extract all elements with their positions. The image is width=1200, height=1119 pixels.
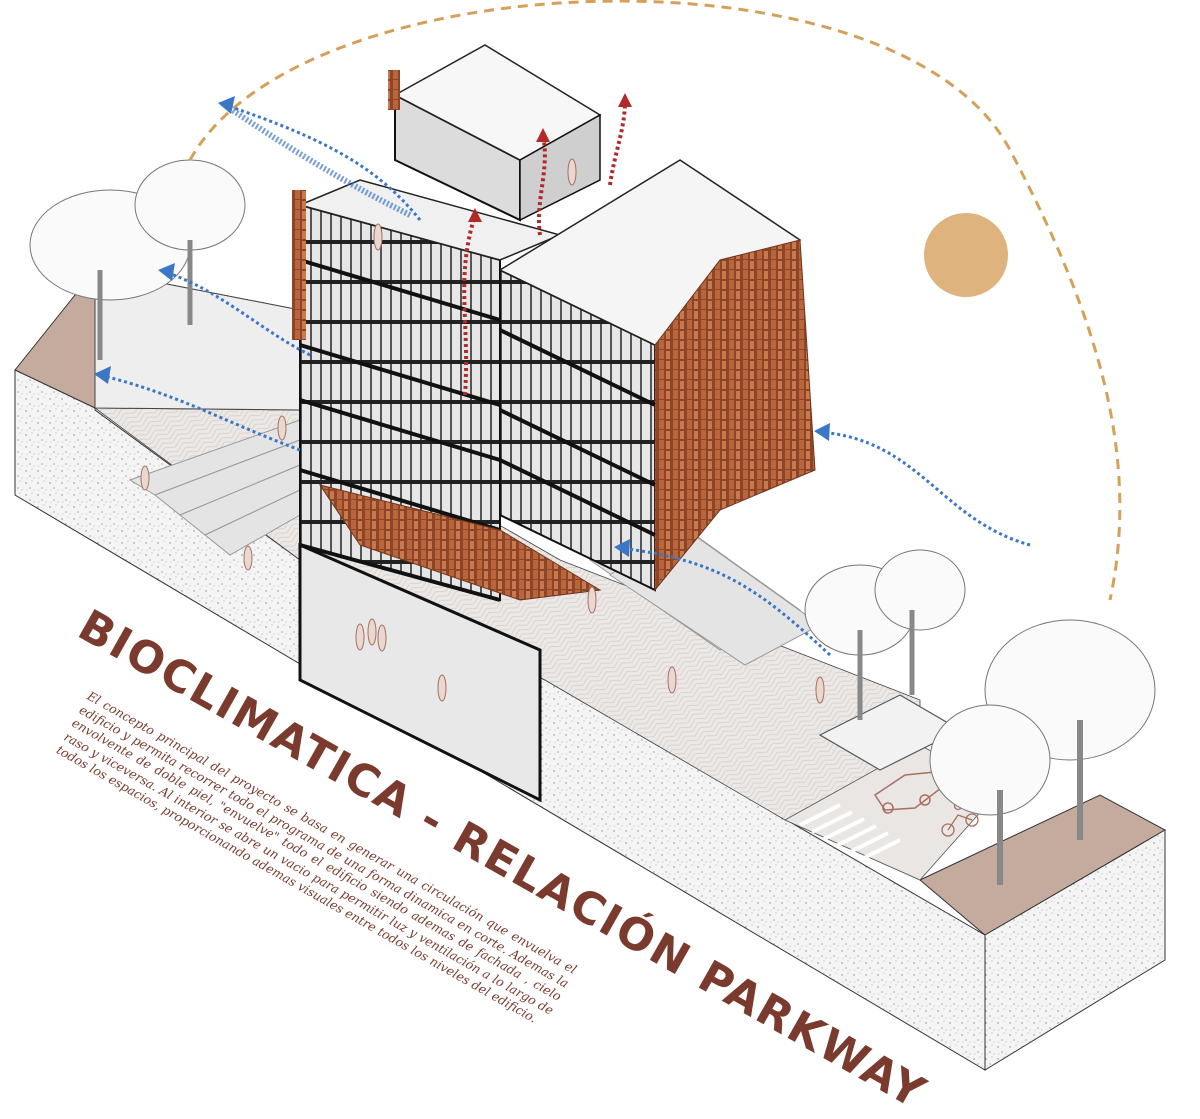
hot-air-arrow-icon [462,99,627,396]
sun-icon [924,213,1008,297]
wind-arrowheads [94,96,830,557]
basement [298,542,542,803]
bioclimatic-section-diagram [14,0,1167,1071]
pavilion-side [519,113,601,222]
wind-arrow-icon [99,102,1031,657]
people [140,158,825,704]
louver-screen-left [292,190,306,340]
tree-icon [29,159,1156,885]
soil-side-right [984,829,1166,1071]
hot-air-arrowheads [468,93,632,222]
louver-underside [318,484,602,601]
louver-facade [654,239,816,592]
sun-path [188,0,1122,601]
crosswalk [799,803,901,862]
building [292,44,816,602]
louver-screen-top [388,70,400,110]
